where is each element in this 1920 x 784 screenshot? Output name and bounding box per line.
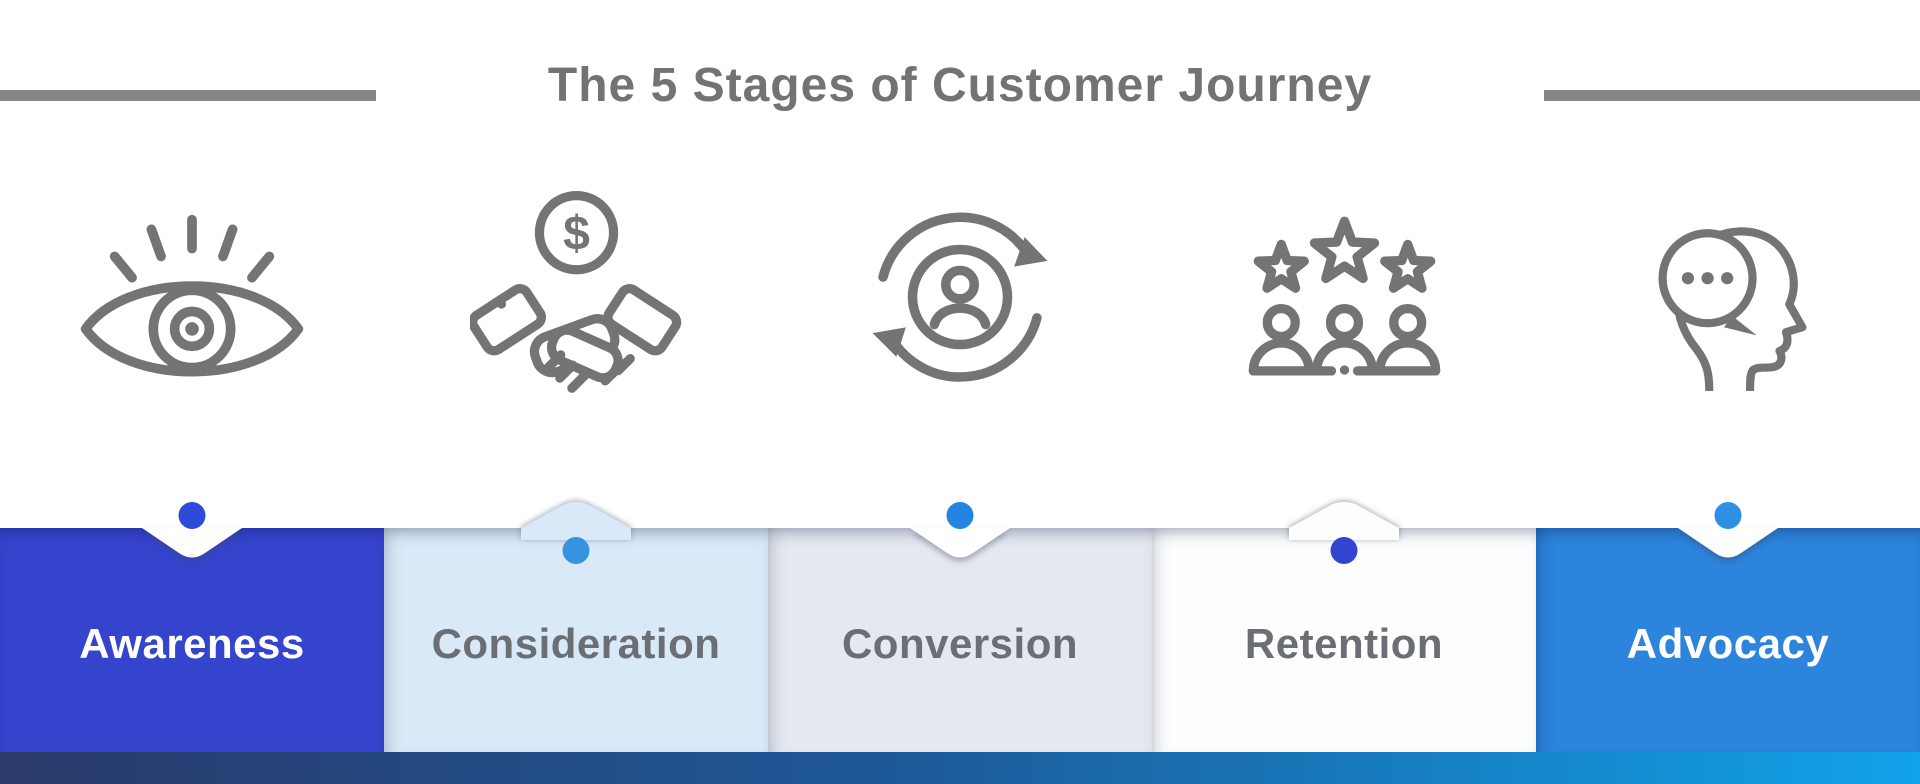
stage-dot: [1714, 502, 1742, 529]
icon-cell-consideration: $: [384, 168, 768, 426]
stage-icons-row: $: [0, 168, 1920, 426]
stage-dot: [1330, 537, 1358, 564]
stage-label: Advocacy: [1626, 620, 1830, 667]
customer-sync-icon: [872, 212, 1048, 382]
head-chat-icon: [1658, 227, 1807, 391]
notch-down-shape: [910, 528, 1010, 558]
stage-card-conversion: Conversion: [768, 502, 1152, 752]
stage-dot: [178, 502, 206, 529]
stage-dot: [562, 537, 590, 564]
page-title: The 5 Stages of Customer Journey: [547, 59, 1373, 112]
dollar-sign: $: [563, 206, 590, 260]
stage-card-consideration: Consideration: [384, 501, 768, 752]
icon-cell-advocacy: [1536, 168, 1920, 426]
stage-card-retention: Retention: [1152, 501, 1536, 752]
stage-card-awareness: Awareness: [0, 502, 384, 752]
stage-label: Conversion: [841, 620, 1079, 667]
stage-card-advocacy: Advocacy: [1536, 502, 1920, 752]
notch-down-shape: [142, 528, 242, 558]
stage-label: Retention: [1244, 620, 1444, 667]
header-section: The 5 Stages of Customer Journey $: [0, 59, 1920, 426]
footer-gradient-bar: [0, 752, 1920, 784]
stage-dot: [946, 502, 974, 529]
stage-cards-row: Awareness Consideration Conversion Reten…: [0, 501, 1920, 752]
eye-icon: [80, 214, 304, 376]
notch-down-shape: [1678, 528, 1778, 558]
icon-cell-awareness: [0, 168, 384, 426]
notch-up-shape: [521, 501, 631, 540]
icon-cell-retention: [1152, 168, 1536, 426]
title-rule-left: [0, 90, 376, 101]
notch-up-shape: [1289, 501, 1399, 540]
handshake-dollar-icon: $: [469, 190, 681, 393]
stage-label: Consideration: [431, 620, 721, 667]
icon-cell-conversion: [768, 168, 1152, 426]
stage-label: Awareness: [79, 620, 305, 667]
title-rule-right: [1544, 90, 1920, 101]
rating-customers-icon: [1248, 216, 1440, 376]
